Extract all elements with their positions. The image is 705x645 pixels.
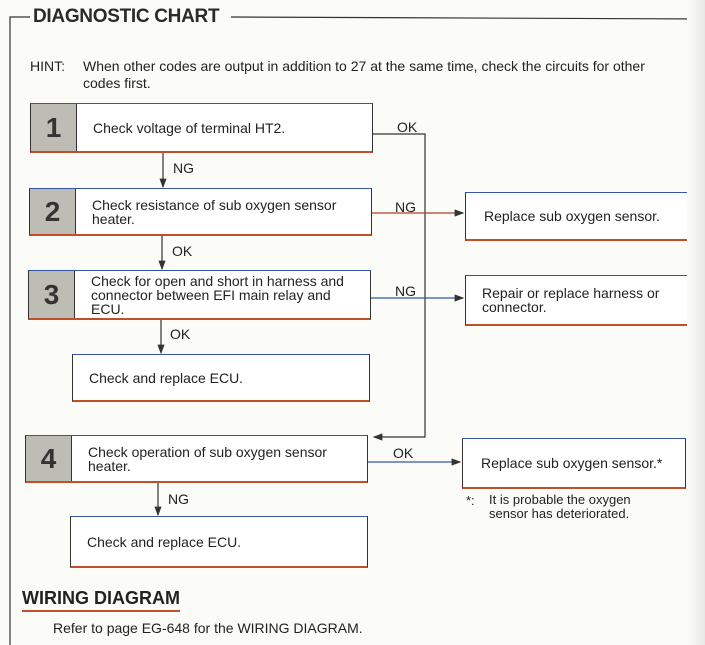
- frame-top: [230, 16, 705, 20]
- step-2-box: 2 Check resistance of sub oxygen sensor …: [29, 188, 372, 236]
- wiring-diagram-heading: WIRING DIAGRAM: [22, 588, 180, 612]
- step-text: Check voltage of terminal HT2.: [93, 119, 286, 136]
- hint-line-1: When other codes are output in addition …: [83, 58, 645, 74]
- wiring-diagram-reference: Refer to page EG-648 for the WIRING DIAG…: [53, 620, 363, 636]
- step-number: 2: [30, 189, 76, 234]
- step-number: 1: [31, 104, 77, 151]
- label-s3-ok: OK: [170, 326, 191, 342]
- result-repair-harness-box: Repair or replace harness or connector.: [465, 275, 688, 326]
- label-s2-ok: OK: [172, 243, 193, 259]
- page-edge-shadow: [687, 0, 705, 645]
- result-replace-sensor-2-box: Replace sub oxygen sensor.*: [462, 438, 686, 489]
- step-number: 3: [29, 271, 75, 318]
- frame-left: [9, 16, 30, 645]
- label-s2-ng: NG: [395, 199, 416, 215]
- step-text: Check operation of sub oxygen sensor hea…: [88, 443, 327, 474]
- step-text: Check resistance of sub oxygen sensor he…: [92, 196, 337, 227]
- result-ecu-2-box: Check and replace ECU.: [70, 516, 368, 568]
- label-s3-ng: NG: [395, 283, 416, 299]
- label-s4-ok: OK: [393, 445, 414, 461]
- label-s1-ok: OK: [397, 119, 418, 135]
- result-text: Check and replace ECU.: [87, 533, 242, 550]
- arrow-s1-ok: [372, 133, 426, 441]
- hint-label: HINT:: [30, 58, 65, 74]
- result-text: Check and replace ECU.: [89, 369, 244, 386]
- result-text: Repair or replace harness or connector.: [482, 285, 660, 315]
- result-ecu-1-box: Check and replace ECU.: [72, 354, 370, 402]
- step-4-box: 4 Check operation of sub oxygen sensor h…: [25, 435, 368, 483]
- footnote-mark: *:: [466, 493, 475, 508]
- step-3-box: 3 Check for open and short in harness an…: [28, 270, 371, 320]
- diagnostic-chart-title: DIAGNOSTIC CHART: [33, 6, 220, 27]
- result-replace-sensor-box: Replace sub oxygen sensor.: [465, 192, 688, 241]
- result-text: Replace sub oxygen sensor.*: [481, 455, 663, 471]
- step-number: 4: [26, 436, 72, 481]
- step-text: Check for open and short in harness and …: [91, 272, 344, 317]
- label-s1-ng: NG: [173, 160, 194, 176]
- label-s4-ng: NG: [168, 491, 189, 507]
- footnote-text: It is probable the oxygen sensor has det…: [489, 492, 631, 521]
- step-1-box: 1 Check voltage of terminal HT2.: [30, 103, 373, 153]
- hint-line-2: codes first.: [83, 75, 151, 91]
- result-text: Replace sub oxygen sensor.: [484, 208, 660, 224]
